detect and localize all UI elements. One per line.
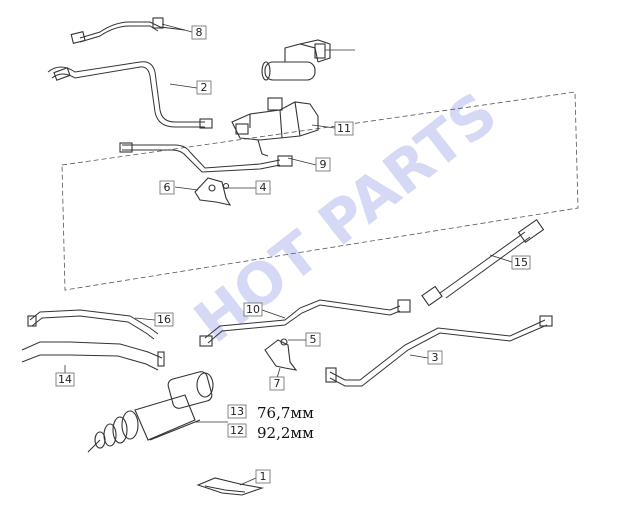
leader-15	[489, 254, 513, 263]
callout-7: 7	[269, 376, 285, 391]
callout-8: 8	[191, 25, 207, 40]
callout-9-label: 9	[320, 158, 327, 171]
callout-12: 12	[227, 423, 247, 438]
leader-6	[174, 186, 199, 191]
slave-cylinder	[87, 371, 214, 453]
leader-1	[239, 477, 257, 486]
callout-8-label: 8	[196, 26, 203, 39]
leader-7	[276, 367, 281, 379]
bracket-6	[194, 177, 232, 206]
callout-3-label: 3	[432, 351, 439, 364]
callout-12-label: 12	[230, 424, 244, 437]
callout-2-label: 2	[201, 81, 208, 94]
pipe-2	[47, 61, 213, 129]
hose-16	[27, 309, 159, 340]
callout-1: 1	[255, 469, 271, 484]
pipe-3	[325, 315, 553, 387]
callout-11: 11	[334, 121, 354, 136]
callout-15: 15	[511, 255, 531, 270]
callout-6: 6	[159, 180, 175, 195]
leader-10	[261, 309, 286, 319]
callout-2: 2	[196, 80, 212, 95]
callout-7-label: 7	[274, 377, 281, 390]
assembly-11	[231, 97, 319, 157]
hose-15	[421, 219, 545, 307]
leader-9	[287, 157, 317, 166]
callout-13: 13	[227, 404, 247, 419]
pipe-8	[70, 17, 186, 44]
callout-9: 9	[315, 157, 331, 172]
callout-13-label: 13	[230, 405, 244, 418]
callout-3: 3	[427, 350, 443, 365]
callout-5: 5	[305, 332, 321, 347]
assembly-boundary	[61, 91, 579, 291]
pipe-9	[119, 142, 293, 173]
callout-6-label: 6	[164, 181, 171, 194]
hose-14	[21, 341, 165, 371]
callout-16: 16	[154, 312, 174, 327]
callout-10: 10	[243, 302, 263, 317]
master-cylinder-upper	[261, 39, 331, 81]
callout-16-label: 16	[157, 313, 171, 326]
callout-4-label: 4	[260, 181, 267, 194]
leader-3	[409, 354, 429, 359]
leader-16	[134, 317, 156, 321]
callout-14: 14	[55, 372, 75, 387]
callout-14-label: 14	[58, 373, 72, 386]
bracket-5-7	[264, 338, 298, 371]
callout-15-label: 15	[514, 256, 528, 269]
callout-4: 4	[255, 180, 271, 195]
callout-10-label: 10	[246, 303, 260, 316]
leader-8	[161, 23, 193, 33]
leader-2	[169, 83, 198, 89]
callout-1-label: 1	[260, 470, 267, 483]
watermark: HOT PARTS	[182, 79, 510, 356]
dimension-12: 92,2мм	[257, 424, 314, 442]
leader-11	[311, 124, 336, 129]
callout-11-label: 11	[337, 122, 351, 135]
callout-5-label: 5	[310, 333, 317, 346]
dimension-13: 76,7мм	[257, 404, 314, 422]
pipe-10	[199, 299, 411, 347]
clip-1	[196, 477, 265, 496]
